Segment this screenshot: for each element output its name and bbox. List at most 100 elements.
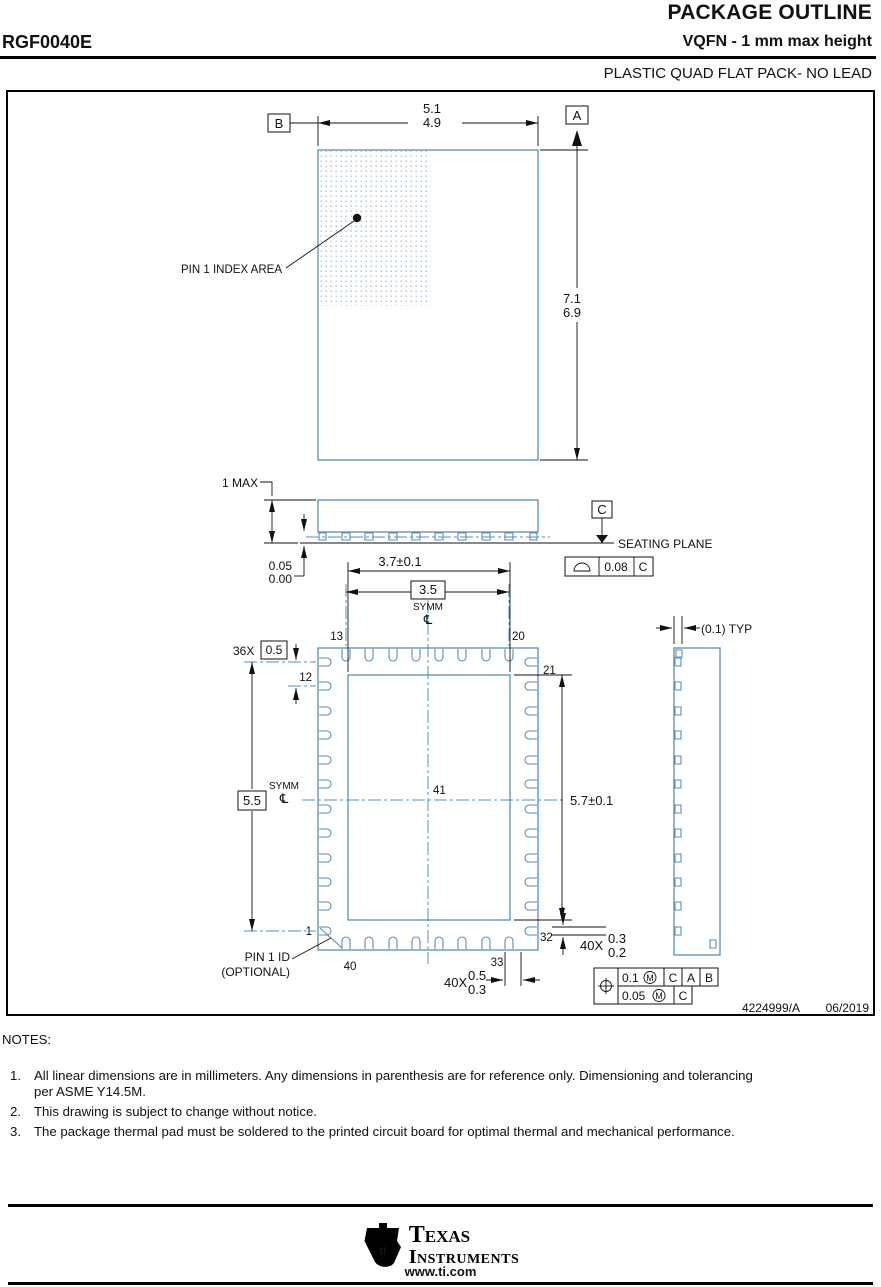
lead-width-dimension: 40X 0.3 0.2 [552,907,626,960]
lead-width-min: 0.2 [608,945,626,960]
drawing-number: 4224999/A [742,1001,800,1014]
pin1-id-label: PIN 1 ID [245,950,291,964]
position-datum-3: B [705,971,713,985]
pin1-index-dot [352,213,362,223]
edge-typ-dimension: (0.1) TYP [656,616,752,644]
package-family: PLASTIC QUAD FLAT PACK- NO LEAD [603,65,872,82]
flatness-tolerance: 0.08 [604,560,628,574]
dim-height-max: 1 MAX [222,476,258,490]
note-item-3: 3. The package thermal pad must be solde… [0,1124,875,1140]
pin1-id-leader [291,937,332,960]
note-text: All linear dimensions are in millimeters… [34,1068,753,1099]
pad-position-modifier: M [655,991,663,1001]
brand-line-2: Instruments [408,1246,520,1268]
left-edge-leads [319,657,332,936]
length-dimension: A 7.1 6.9 [540,105,589,461]
pin1-index-label: PIN 1 INDEX AREA [181,264,282,276]
thermal-pad-outline [347,674,511,921]
notes-section: NOTES: 1. All linear dimensions are in m… [0,1030,875,1144]
pin-label-33: 33 [491,957,504,969]
page-title: PACKAGE OUTLINE [667,1,872,24]
side-view: C SEATING PLANE 0.08 C 1 MAX [222,476,713,586]
centerline-symbol-left: ℄ [279,791,289,806]
brand-line-1: Texas [408,1222,471,1248]
top-view: PIN 1 INDEX AREA B 5.1 4.9 A [181,101,589,461]
dim-body-width-max: 5.1 [423,101,441,116]
datum-a-box [565,105,589,125]
position-symbol [598,978,614,994]
pin1-index-leader [285,220,355,269]
dimension-arrow-up [572,130,582,146]
position-datum-2: A [687,971,695,985]
datum-b-label: B [275,116,284,131]
dim-thermal-pad-width: 3.7±0.1 [378,554,421,569]
edge-detail-outline [673,647,721,956]
top-edge-leads [341,649,514,662]
flatness-datum: C [639,560,648,574]
lead-length-min: 0.3 [468,982,486,997]
pad-position-tolerance: 0.05 [622,989,646,1003]
position-tolerance: 0.1 [622,971,639,985]
pitch-value: 0.5 [266,643,283,657]
lead-row-dimension: 5.5 [237,661,316,932]
edge-detail-view: (0.1) TYP [656,616,752,956]
svg-text:ti: ti [379,1244,387,1258]
datum-c-label: C [597,502,606,517]
note-item-2: 2. This drawing is subject to change wit… [0,1104,875,1120]
dim-standoff-min: 0.00 [269,572,293,586]
width-dimension: B 5.1 4.9 [267,101,539,146]
datum-a-label: A [573,108,582,123]
dim-lead-row-basic: 5.5 [243,793,261,808]
revision-date: 06/2019 [826,1001,870,1014]
edge-detail-lead-marks [674,649,717,949]
pin-label-41: 41 [433,785,446,797]
footer-rule-bottom [8,1282,873,1285]
lead-length-dimension: 40X 0.5 0.3 [444,952,540,997]
standoff-dimension: 0.05 0.00 [269,514,307,586]
pad-width-dimension: 3.7±0.1 [347,554,511,672]
right-edge-leads [524,657,537,936]
pin-label-40: 40 [344,961,357,973]
dim-body-length-max: 7.1 [563,291,581,306]
dim-thermal-pad-length: 5.7±0.1 [570,793,613,808]
dim-standoff-max: 0.05 [269,559,293,573]
position-tolerance-frames: 0.1 M C A B 0.05 M C [593,967,719,1005]
seating-plane-triangle [596,535,608,543]
note-number: 3. [10,1124,21,1139]
pin-label-20: 20 [512,631,525,643]
lead-length-max: 0.5 [468,968,486,983]
pin-label-21: 21 [543,665,556,677]
ti-website-link[interactable]: www.ti.com [404,1264,477,1279]
bottom-edge-leads [341,936,514,949]
package-body-outline [317,149,539,461]
pin1-id-optional-label: (OPTIONAL) [221,965,290,979]
side-lead-sections [318,532,538,541]
note-text: The package thermal pad must be soldered… [34,1124,735,1139]
pin1-index-area [319,151,431,306]
lead-length-count: 40X [444,975,467,990]
notes-heading: NOTES: [2,1032,52,1047]
pin-label-12: 12 [299,672,312,684]
package-title: VQFN - 1 mm max height [682,33,872,50]
pitch-count: 36X [233,644,254,658]
lead-span-dimension: 3.5 [345,580,510,646]
drawing-frame: PIN 1 INDEX AREA B 5.1 4.9 A [6,90,875,1016]
note-number: 2. [10,1104,21,1119]
pin-label-1: 1 [306,926,312,938]
bottom-view: 3.7±0.1 3.5 SYMM ℄ 36X 0.5 [221,554,626,997]
pad-length-dimension: 5.7±0.1 [514,674,613,921]
ti-brand-text: Texas Instruments [409,1223,520,1267]
ti-logo: ti Texas Instruments [0,1222,881,1268]
lead-width-max: 0.3 [608,931,626,946]
note-text: This drawing is subject to change withou… [34,1104,317,1119]
mmc-modifier-circle-2 [652,989,666,1002]
ti-logo-icon: ti [364,1223,401,1267]
mmc-modifier-circle-1 [643,971,657,984]
dim-body-width-min: 4.9 [423,115,441,130]
centerline-symbol-top: ℄ [423,612,433,627]
pitch-dimension: 36X 0.5 [233,640,316,704]
surface-profile-symbol [573,562,591,572]
flatness-control-frame: 0.08 C [564,556,654,577]
position-datum-1: C [669,971,678,985]
